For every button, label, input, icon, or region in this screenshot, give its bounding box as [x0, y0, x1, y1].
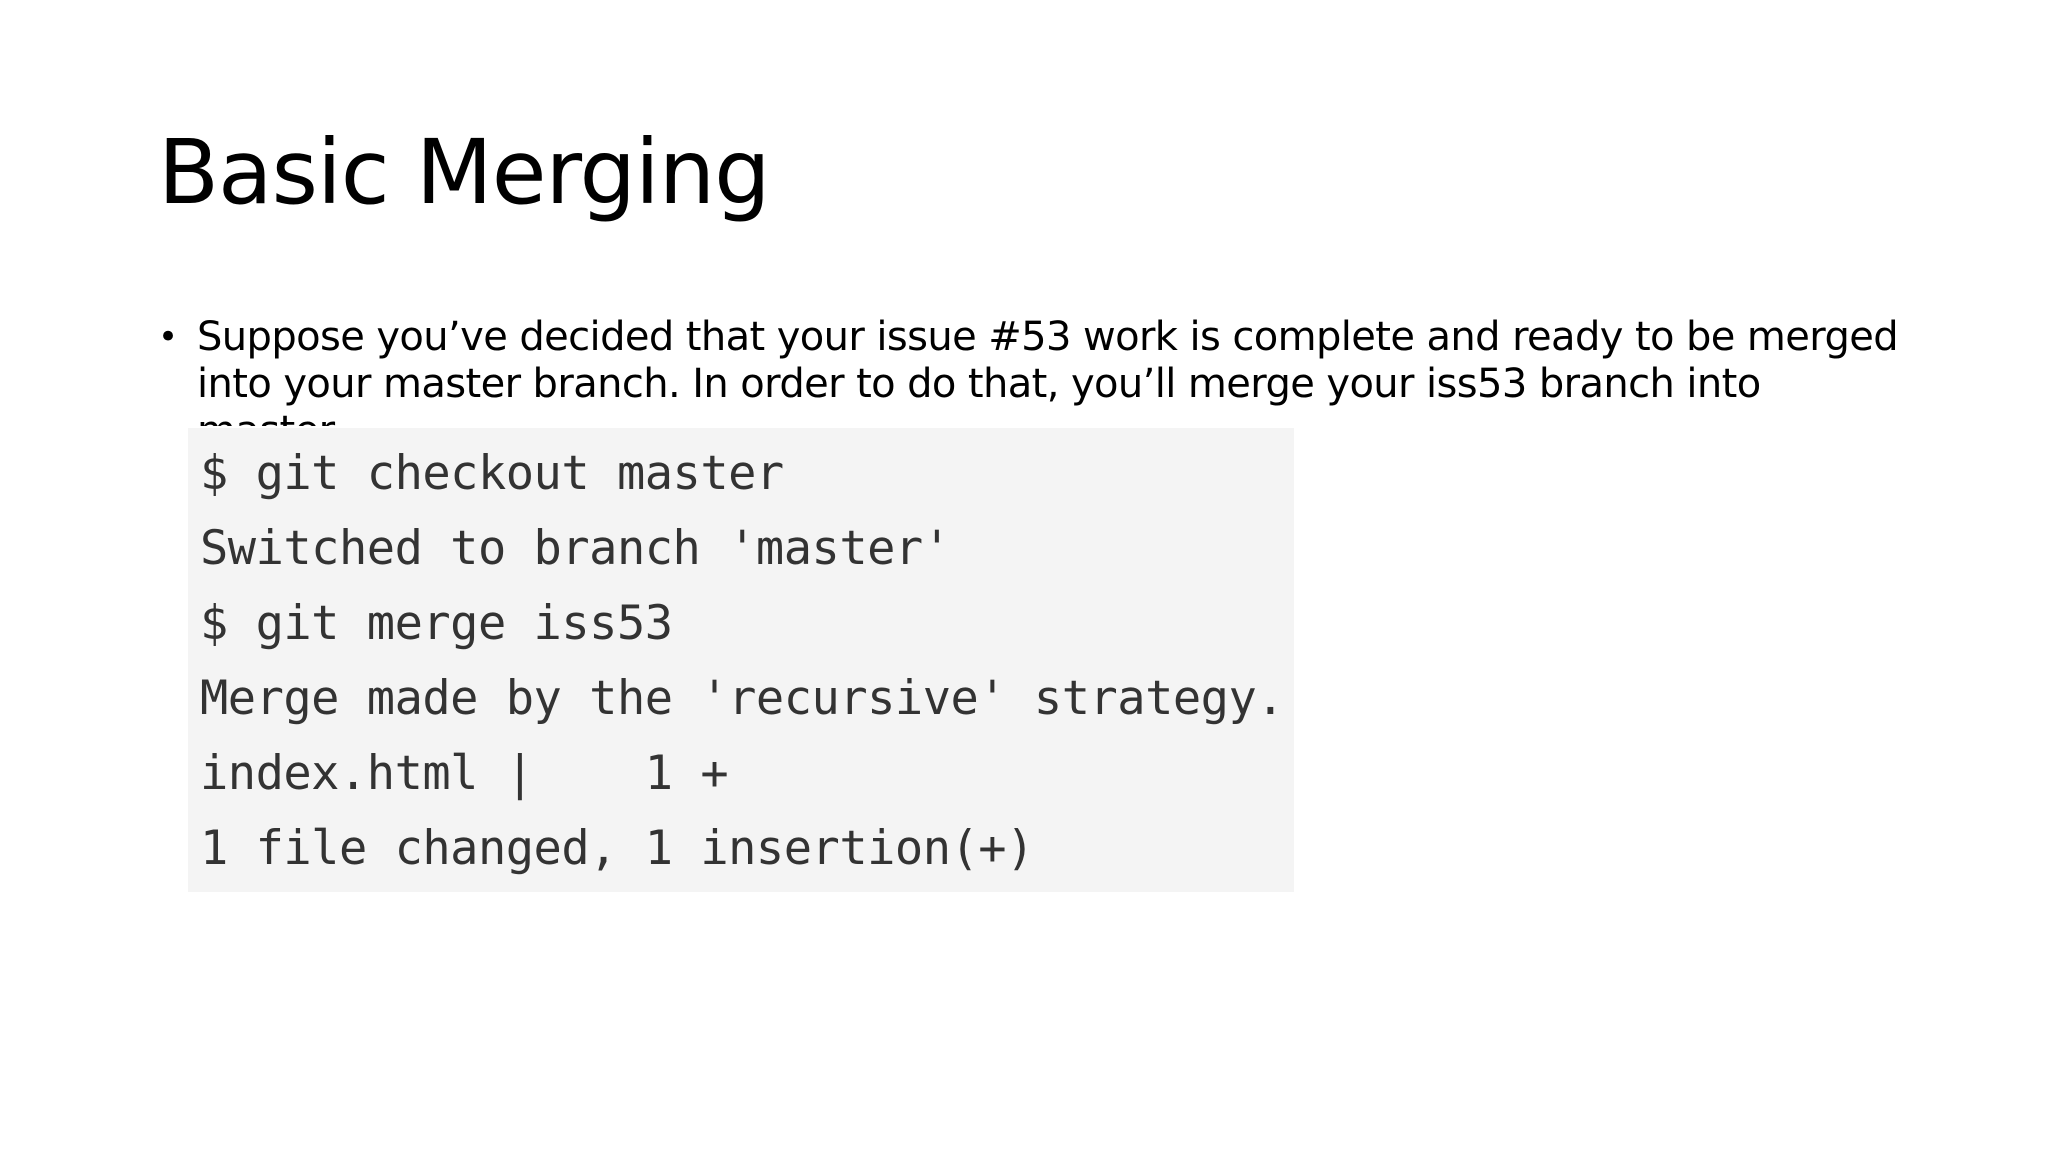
slide-title: Basic Merging [158, 120, 771, 224]
terminal-line: Switched to branch 'master' [200, 521, 951, 576]
terminal-screenshot: $ git checkout master Switched to branch… [188, 428, 1294, 892]
terminal-line: Merge made by the 'recursive' strategy. [200, 671, 1285, 726]
terminal-line: $ git checkout master [200, 446, 784, 501]
bullet-text: Suppose you’ve decided that your issue #… [197, 314, 1899, 426]
terminal-line: index.html | 1 + [200, 746, 729, 801]
bullet-list: • Suppose you’ve decided that your issue… [158, 314, 1918, 426]
bullet-item: • Suppose you’ve decided that your issue… [158, 314, 1918, 426]
bullet-marker: • [158, 317, 178, 357]
terminal-line: $ git merge iss53 [200, 596, 673, 651]
terminal-line: 1 file changed, 1 insertion(+) [200, 821, 1034, 876]
